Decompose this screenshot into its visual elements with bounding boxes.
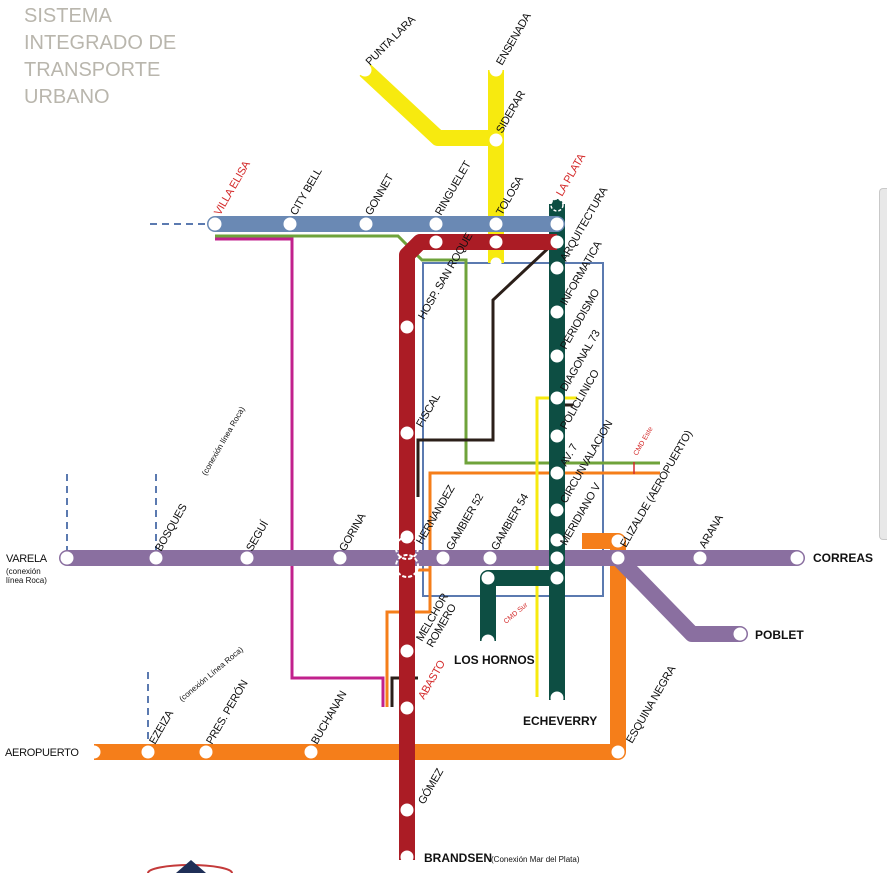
yellow-line-stops [358,63,503,269]
label-punta-lara: PUNTA LARA [364,13,419,68]
label-buchanan: BUCHANAN [309,689,349,747]
label-segui: SEGUÍ [243,518,271,554]
label-ringuelet: RINGUELET [433,159,474,218]
dashed-connectors [66,223,215,752]
yellow-line [359,64,504,263]
label-echeverry: ECHEVERRY [523,714,597,728]
label-bosques-note: (conexión línea Roca) [200,405,247,477]
label-aeropuerto: AEROPUERTO [5,747,79,759]
label-cmd-este: CMD Este [633,426,655,457]
city-center-zone [422,262,604,597]
label-gambier-54: GAMBIER 54 [489,492,531,553]
service-lines [215,234,660,707]
label-elizalde: ELIZALDE (AEROPUERTO) [618,429,695,550]
label-cmd-sur: CMD Sur [503,601,530,625]
label-esquina-negra: ESQUINA NEGRA [624,663,678,745]
purple-line-stops [60,551,804,641]
vertical-scrollbar[interactable] [879,188,887,540]
label-gorina: GORINA [337,511,369,554]
teal-line [480,204,565,700]
logo-partial [147,860,233,873]
label-brandsen-note: (Conexión Mar del Plata) [491,855,580,864]
teal-line-stops [481,261,564,705]
label-arana: ARANA [697,512,726,550]
map-title: SISTEMA INTEGRADO DE TRANSPORTE URBANO [24,5,177,108]
green-service-line [215,234,660,465]
orange-line-stops [87,534,625,759]
label-ezeiza: EZEIZA [147,708,176,747]
label-los-hornos: LOS HORNOS [454,653,535,667]
label-arquitectura: ARQUITECTURA [558,185,610,264]
purple-line [59,550,805,642]
label-la-plata: LA PLATA [554,151,588,198]
label-brandsen: BRANDSEN [424,851,492,865]
orange-line [94,533,626,760]
label-fiscal: FISCAL [414,392,443,430]
label-gomez: GÓMEZ [415,766,446,807]
label-abasto: ABASTO [416,658,448,702]
red-line [399,234,557,860]
label-bosques: BOSQUES [153,502,190,553]
label-city-bell: CITY BELL [288,166,325,217]
label-pres-peron: PRES. PERÓN [203,677,250,746]
blue-line-stops [208,198,564,231]
red-line-stops [400,235,564,864]
label-gonnet: GONNET [363,172,396,218]
label-poblet: POBLET [755,628,804,642]
magenta-service-line [215,237,385,707]
label-varela: VARELA [6,553,48,565]
label-melchor-romero: MELCHORROMERO [414,591,462,649]
label-correas: CORREAS [813,551,873,565]
label-villa-elisa: VILLA ELISA [212,158,253,217]
label-ensenada: ENSENADA [494,10,534,67]
